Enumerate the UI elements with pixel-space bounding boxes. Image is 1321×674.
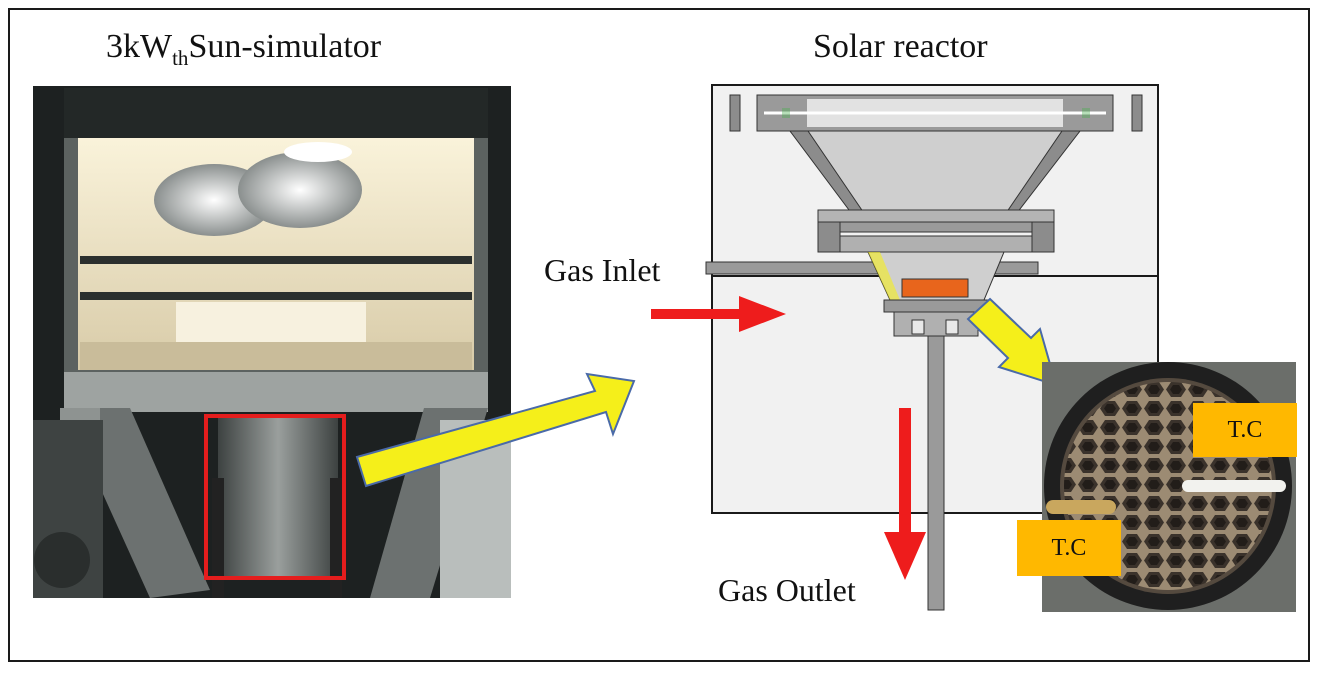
yellow-arrow-to-sample <box>966 297 1058 387</box>
sun-simulator-photo <box>33 86 511 598</box>
gas-outlet-arrow <box>884 408 926 580</box>
reactor-schematic <box>705 84 1159 611</box>
sun-simulator-title: 3kWthSun-simulator <box>106 28 382 70</box>
thermocouple-label-top: T.C <box>1193 403 1297 457</box>
sample-block <box>901 278 969 298</box>
solar-reactor-title: Solar reactor <box>813 28 988 65</box>
yellow-arrow-to-reactor <box>355 372 636 488</box>
highlight-box <box>204 414 346 580</box>
thermocouple-label-bottom: T.C <box>1017 520 1121 576</box>
subscript-th: th <box>172 46 189 70</box>
gas-inlet-label: Gas Inlet <box>544 252 661 288</box>
gas-inlet-arrow <box>651 296 786 332</box>
gas-outlet-label: Gas Outlet <box>718 572 856 608</box>
